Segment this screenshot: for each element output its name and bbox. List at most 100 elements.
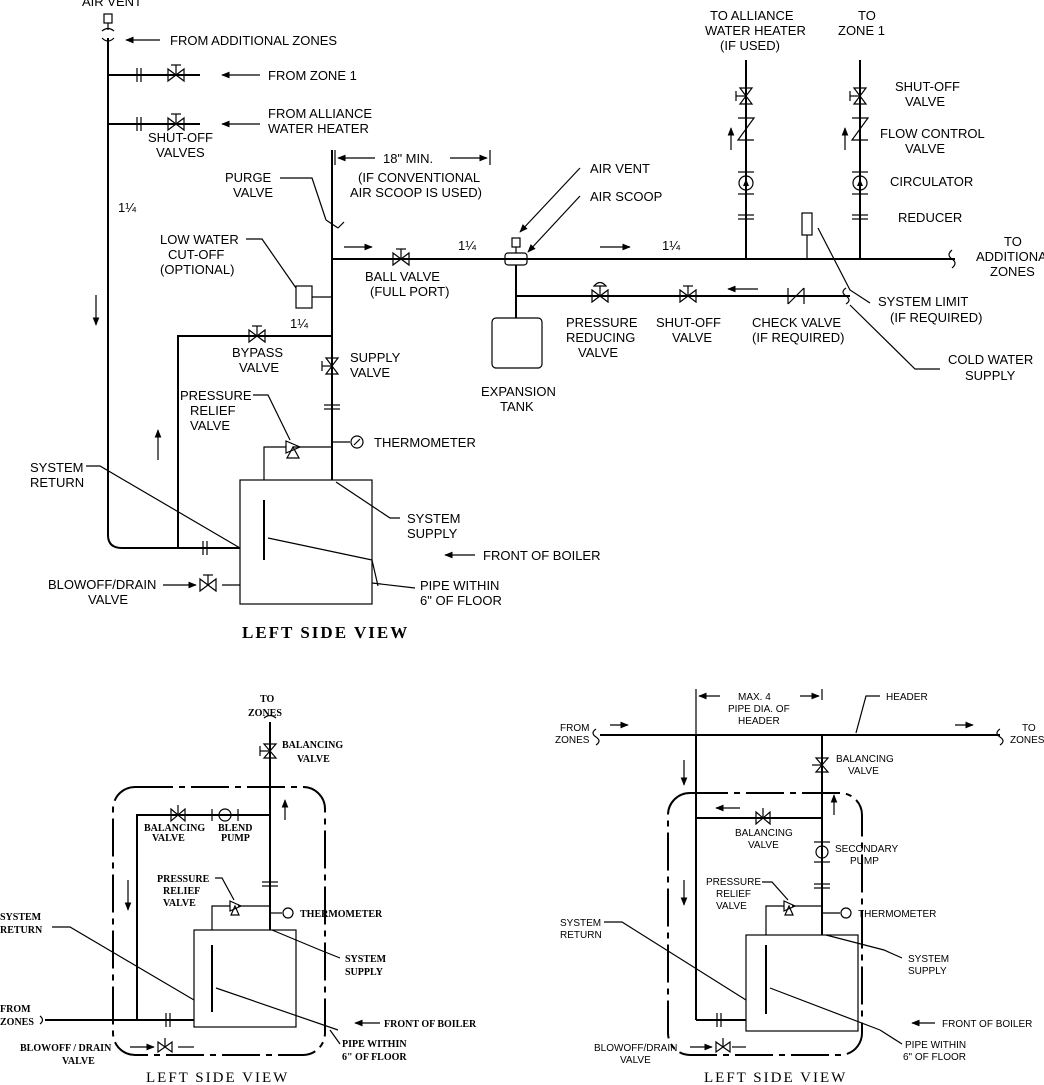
to-additional-zones-2: ADDITIONAL	[976, 249, 1044, 264]
blowoff-valve-icon	[157, 1038, 173, 1054]
union-icon	[716, 1013, 722, 1027]
br-max-2: PIPE DIA. OF	[728, 704, 790, 715]
top-title: LEFT SIDE VIEW	[242, 623, 409, 642]
ball-valve-icon	[392, 248, 410, 267]
bottom-right-diagram: FROM ZONES TO ZONES MAX. 4 PIPE DIA. OF …	[555, 689, 1044, 1085]
bypass-label-1: BYPASS	[232, 345, 283, 360]
system-limit-label-1: SYSTEM LIMIT	[878, 294, 968, 309]
bl-front-of-boiler: FRONT OF BOILER	[384, 1019, 477, 1030]
blend-pump-icon	[211, 808, 239, 822]
br-front-of-boiler: FRONT OF BOILER	[942, 1019, 1032, 1030]
pipe-size-right: 1¼	[662, 238, 680, 253]
flow-control-label-2: VALVE	[905, 141, 945, 156]
union-icon	[165, 1013, 171, 1027]
bl-blend-2: PUMP	[221, 833, 250, 844]
bl-system-supply-1: SYSTEM	[345, 954, 387, 965]
reducer-icon	[852, 214, 868, 220]
circulator-icon	[852, 171, 868, 195]
low-water-cutoff-icon	[295, 285, 313, 309]
br-to-zones-2: ZONES	[1010, 735, 1044, 746]
air-scoop-label: AIR SCOOP	[590, 189, 662, 204]
balancing-valve-icon	[755, 808, 771, 826]
purge-valve-label-1: PURGE	[225, 170, 272, 185]
bypass-size-label: 1¼	[290, 316, 308, 331]
relief-label-3: VALVE	[190, 418, 230, 433]
from-zone-1-label: FROM ZONE 1	[268, 68, 357, 83]
bypass-label-2: VALVE	[239, 360, 279, 375]
blowoff-valve-icon	[199, 574, 217, 593]
bl-relief-3: VALVE	[163, 898, 196, 909]
br-blowoff-1: BLOWOFF/DRAIN	[594, 1043, 677, 1054]
air-vent-top-label: AIR VENT	[82, 0, 142, 9]
balancing-valve-icon	[170, 805, 186, 823]
br-balancing-2: VALVE	[848, 766, 879, 777]
union-icon	[202, 541, 208, 555]
reducer-label: REDUCER	[898, 210, 962, 225]
bl-blend-1: BLEND	[218, 823, 252, 834]
system-limit-icon	[801, 212, 813, 236]
purge-valve-icon	[325, 215, 345, 235]
blowoff-valve-icon	[715, 1038, 731, 1054]
flow-control-valve-icon	[850, 117, 870, 141]
union-icon	[324, 404, 340, 410]
br-balancing-l2: VALVE	[748, 840, 779, 851]
top-diagram: AIR VENT FROM ADDITIONAL ZONES FROM ZONE…	[30, 0, 1044, 642]
air-vent-label: AIR VENT	[590, 161, 650, 176]
bl-from-zones-2: ZONES	[0, 1017, 34, 1028]
shutoff-valve-label-1: SHUT-OFF	[895, 79, 960, 94]
union-icon	[262, 881, 278, 887]
pipe-size-mid: 1¼	[458, 238, 476, 253]
ball-valve-label-1: BALL VALVE	[365, 269, 440, 284]
to-alliance-label-2: WATER HEATER	[705, 23, 806, 38]
check-valve-label-2: (IF REQUIRED)	[752, 330, 844, 345]
br-system-supply-2: SUPPLY	[908, 966, 947, 977]
supply-valve-label-1: SUPPLY	[350, 350, 401, 365]
bl-to-zones-1: TO	[260, 694, 274, 705]
to-additional-zones-1: TO	[1004, 234, 1022, 249]
bl-title: LEFT SIDE VIEW	[146, 1070, 289, 1085]
br-title: LEFT SIDE VIEW	[704, 1070, 847, 1085]
shutoff-low-label-2: VALVE	[672, 330, 712, 345]
boiler	[193, 929, 297, 1028]
flow-control-label-1: FLOW CONTROL	[880, 126, 985, 141]
br-blowoff-2: VALVE	[620, 1055, 651, 1066]
shutoff-valve-icon	[167, 64, 185, 83]
system-limit-label-2: (IF REQUIRED)	[890, 310, 982, 325]
air-vent-icon	[101, 13, 115, 42]
br-pipe-within-1: PIPE WITHIN	[905, 1040, 966, 1051]
shutoff-valve-icon	[849, 87, 868, 105]
br-thermometer: THERMOMETER	[858, 909, 936, 920]
bl-relief-2: RELIEF	[163, 886, 200, 897]
bl-pipe-within-2: 6" OF FLOOR	[342, 1052, 407, 1063]
br-pipe-within-2: 6" OF FLOOR	[903, 1052, 966, 1063]
bl-to-zones-2: ZONES	[248, 708, 282, 719]
bl-system-return-1: SYSTEM	[0, 912, 42, 923]
union-icon	[136, 117, 142, 131]
to-zone-1-label-b: ZONE 1	[838, 23, 885, 38]
br-relief-3: VALVE	[716, 901, 747, 912]
bottom-left-diagram: TO ZONES BALANCING VALVE BALANCING VALVE…	[0, 694, 477, 1085]
br-secondary-2: PUMP	[850, 856, 879, 867]
low-water-label-3: (OPTIONAL)	[160, 262, 234, 277]
boiler	[745, 934, 859, 1032]
relief-valve-icon	[783, 900, 797, 916]
dimension-note-2: AIR SCOOP IS USED)	[350, 185, 482, 200]
br-secondary-1: SECONDARY	[835, 844, 898, 855]
thermometer-icon	[840, 907, 852, 919]
reducer-icon	[738, 214, 754, 220]
br-to-zones-1: TO	[1022, 723, 1036, 734]
relief-valve-icon	[229, 900, 243, 916]
br-relief-2: RELIEF	[716, 889, 751, 900]
return-pipe	[107, 38, 200, 549]
to-zone-1-label-a: TO	[858, 8, 876, 23]
bl-system-supply-2: SUPPLY	[345, 967, 384, 978]
shutoff-valve-icon	[167, 113, 185, 132]
union-icon	[814, 883, 830, 889]
circulator-icon	[738, 171, 754, 195]
bl-relief-1: PRESSURE	[157, 874, 210, 885]
expansion-tank-label-1: EXPANSION	[481, 384, 556, 399]
to-alliance-label-3: (IF USED)	[720, 38, 780, 53]
system-supply-label-2: SUPPLY	[407, 526, 458, 541]
shutoff-low-label-1: SHUT-OFF	[656, 315, 721, 330]
from-alliance-label-1: FROM ALLIANCE	[268, 106, 372, 121]
